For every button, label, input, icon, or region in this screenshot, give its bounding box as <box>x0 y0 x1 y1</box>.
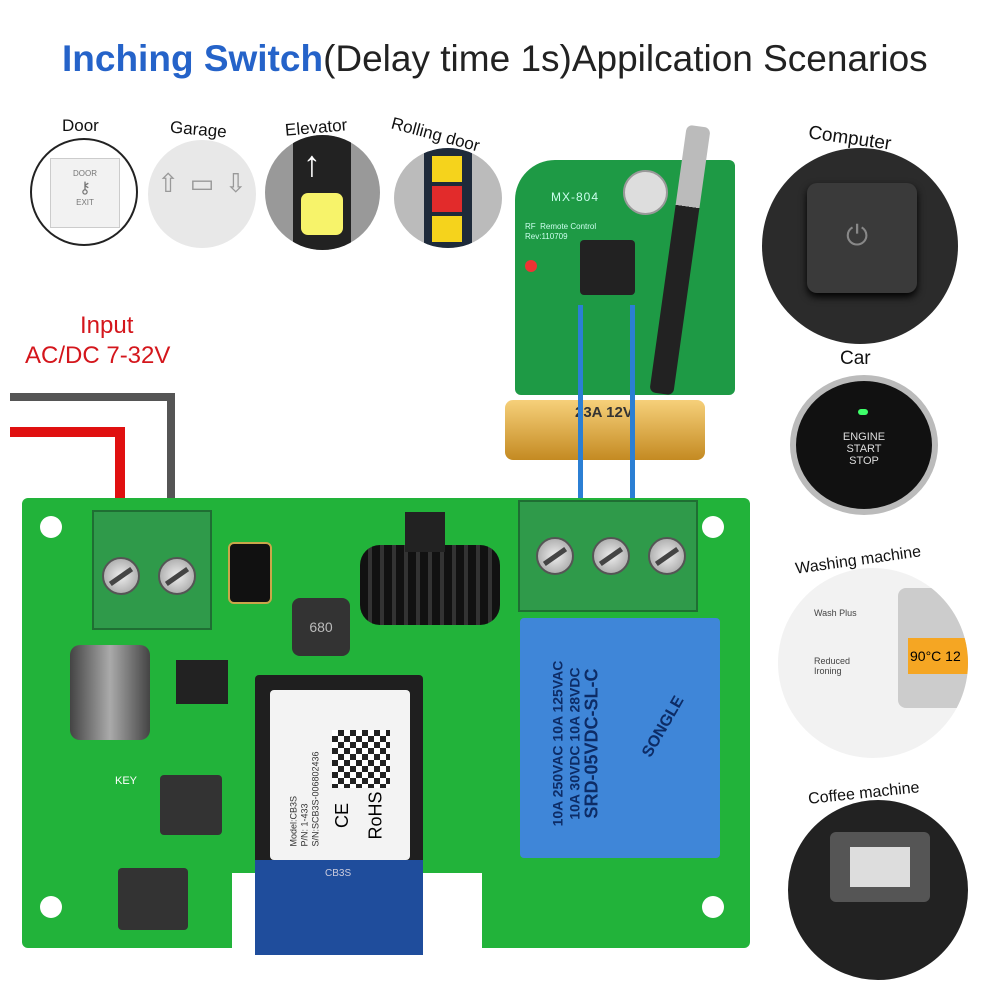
power-icon: ⏻ <box>846 220 869 251</box>
screw-icon <box>648 537 686 575</box>
battery-label: 23A 12V <box>575 404 633 421</box>
relay: 10A 250VAC 10A 125VAC 10A 30VDC 10A 28VD… <box>520 618 720 858</box>
car-text-stop: STOP <box>849 455 879 467</box>
input-terminal[interactable] <box>92 510 212 630</box>
ic-chip <box>176 660 228 704</box>
red-wire <box>10 427 125 437</box>
garage-image: ⇧▭⇩ <box>148 140 256 248</box>
rohs-mark: RoHS <box>365 791 386 840</box>
label-door: Door <box>62 116 99 135</box>
blue-wire-1 <box>578 305 583 505</box>
ic-chip <box>405 512 445 552</box>
elevator-image: ↑ <box>265 135 380 250</box>
washing-machine-image: Wash Plus Reduced Ironing 90°C 12 <box>778 568 968 758</box>
garage-arrows-icon: ⇧▭⇩ <box>157 168 247 198</box>
remote-model: MX-804 <box>551 190 600 204</box>
blue-wire-2 <box>630 305 635 505</box>
capacitor-large <box>70 645 150 740</box>
module-pn: P/N: 1-433 <box>299 803 310 847</box>
car-text-start: START <box>846 443 882 455</box>
key-button[interactable] <box>160 775 222 835</box>
car-text-engine: ENGINE <box>842 431 886 443</box>
capacitor-small <box>228 542 272 604</box>
inductor: 680 <box>292 598 350 656</box>
black-wire <box>10 393 175 401</box>
title-highlight: Inching Switch <box>62 38 324 79</box>
screw-icon <box>536 537 574 575</box>
screw-icon <box>102 557 140 595</box>
module-sn: S/N:SCB3S-006802436 <box>310 751 321 847</box>
input-voltage-label: AC/DC 7-32V <box>25 342 171 369</box>
car-start-button: ENGINE START STOP <box>790 375 938 515</box>
reset-button[interactable] <box>118 868 188 930</box>
remote-button <box>580 240 635 295</box>
computer-image: ⏻ <box>762 148 958 344</box>
key-label: KEY <box>115 775 138 787</box>
antenna-label: CB3S <box>325 868 352 879</box>
remote-text: RF Remote Control <box>525 222 597 231</box>
wifi-module: Model:CB3S P/N: 1-433 S/N:SCB3S-00680243… <box>270 690 410 860</box>
arrow-up-icon: ↑ <box>303 143 321 184</box>
key-icon: ⚷ <box>79 180 91 197</box>
led-icon <box>858 409 868 415</box>
title-rest: (Delay time 1s)Appilcation Scenarios <box>323 38 928 79</box>
label-car: Car <box>840 348 871 369</box>
red-wire-vertical <box>115 427 125 512</box>
input-label: Input <box>80 312 134 339</box>
coil-antenna <box>360 545 500 625</box>
door-text-top: DOOR <box>73 169 97 178</box>
remote-rev: Rev:110709 <box>525 232 568 241</box>
door-text-bottom: EXIT <box>76 198 94 207</box>
relay-rating-1: 10A 250VAC 10A 125VAC <box>549 660 566 827</box>
relay-brand: SONGLE <box>639 693 688 761</box>
remote-pcb: MX-804 RF Remote Control Rev:110709 <box>515 160 735 395</box>
coffee-machine-image <box>788 800 968 980</box>
module-antenna: CB3S <box>255 860 423 955</box>
label-garage: Garage <box>169 117 228 142</box>
wash-plus-text: Wash Plus <box>814 608 857 618</box>
elevator-button <box>301 193 343 235</box>
module-model: Model:CB3S <box>288 795 299 847</box>
screw-icon <box>158 557 196 595</box>
rolling-door-image <box>394 148 502 248</box>
ce-mark: CE <box>332 802 353 829</box>
door-image: DOOR ⚷ EXIT <box>30 138 138 246</box>
qr-code <box>332 730 390 788</box>
battery: 23A 12V <box>505 400 705 460</box>
washer-display: 90°C 12 <box>908 638 968 674</box>
page-title: Inching Switch(Delay time 1s)Appilcation… <box>62 38 928 80</box>
reduced-ironing-text: Reduced Ironing <box>814 656 851 676</box>
output-terminal[interactable] <box>518 500 698 612</box>
screw-icon <box>592 537 630 575</box>
black-wire-vertical <box>167 393 175 513</box>
relay-model: SRD-05VDC-SL-C <box>581 668 602 819</box>
